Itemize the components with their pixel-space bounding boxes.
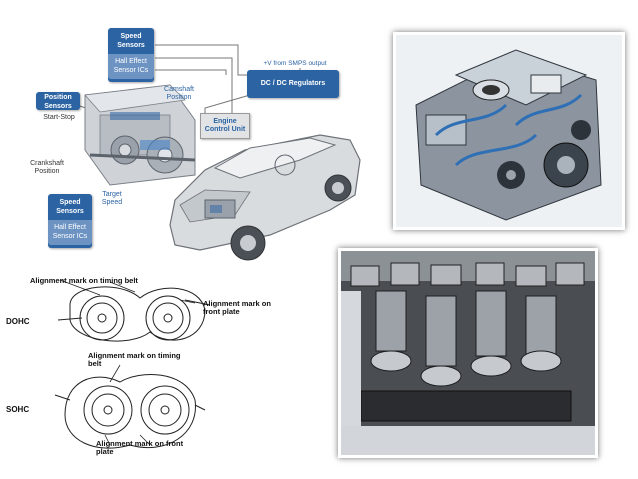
dc-dc-regulators-label: DC / DC Regulators (260, 80, 326, 87)
sohc-front-plate-label: Alignment mark on front plate (96, 439, 184, 456)
v-engine-illustration (396, 35, 622, 227)
position-sensors-title: Position Sensors (44, 94, 72, 110)
crankshaft-photo (338, 248, 598, 458)
speed-sensors-bottom-title: Speed Sensors (56, 199, 84, 215)
dohc-label: DOHC (6, 317, 30, 326)
crankshaft-label: Crankshaft Position (30, 160, 64, 175)
target-speed-label: Target Speed (101, 191, 123, 206)
smps-label: +V from SMPS output (263, 60, 327, 67)
dohc-timing-belt-label: Alignment mark on timing belt (30, 276, 138, 285)
speed-sensors-top-title: Speed Sensors (117, 33, 145, 49)
engine-block-illustration (84, 84, 196, 186)
dohc-front-plate-label: Alignment mark on front plate (203, 299, 271, 316)
ecu-box: Engine Control Unit (200, 113, 250, 139)
crankshaft-illustration (341, 251, 595, 455)
sohc-label: SOHC (6, 405, 30, 414)
speed-sensors-bottom-box: Speed Sensors Hall Effect Sensor ICs (48, 194, 92, 248)
car-illustration (169, 134, 361, 261)
v-engine-photo (393, 32, 625, 230)
camshaft-label: Camshaft Position (164, 86, 194, 101)
position-sensors-box: Position Sensors (36, 92, 80, 110)
speed-sensors-top-subtitle: Hall Effect Sensor ICs (108, 54, 154, 79)
speed-sensors-top-box: Speed Sensors Hall Effect Sensor ICs (108, 28, 154, 82)
sensor-diagram-graphic (76, 44, 361, 261)
sohc-timing-belt-label: Alignment mark on timing belt (88, 351, 181, 368)
timing-belt-diagram (54, 279, 211, 449)
ecu-label: Engine Control Unit (204, 118, 246, 133)
dc-dc-regulators-box: DC / DC Regulators (247, 70, 339, 98)
speed-sensors-bottom-subtitle: Hall Effect Sensor ICs (48, 220, 92, 245)
start-stop-label: Start-Stop (43, 114, 75, 121)
